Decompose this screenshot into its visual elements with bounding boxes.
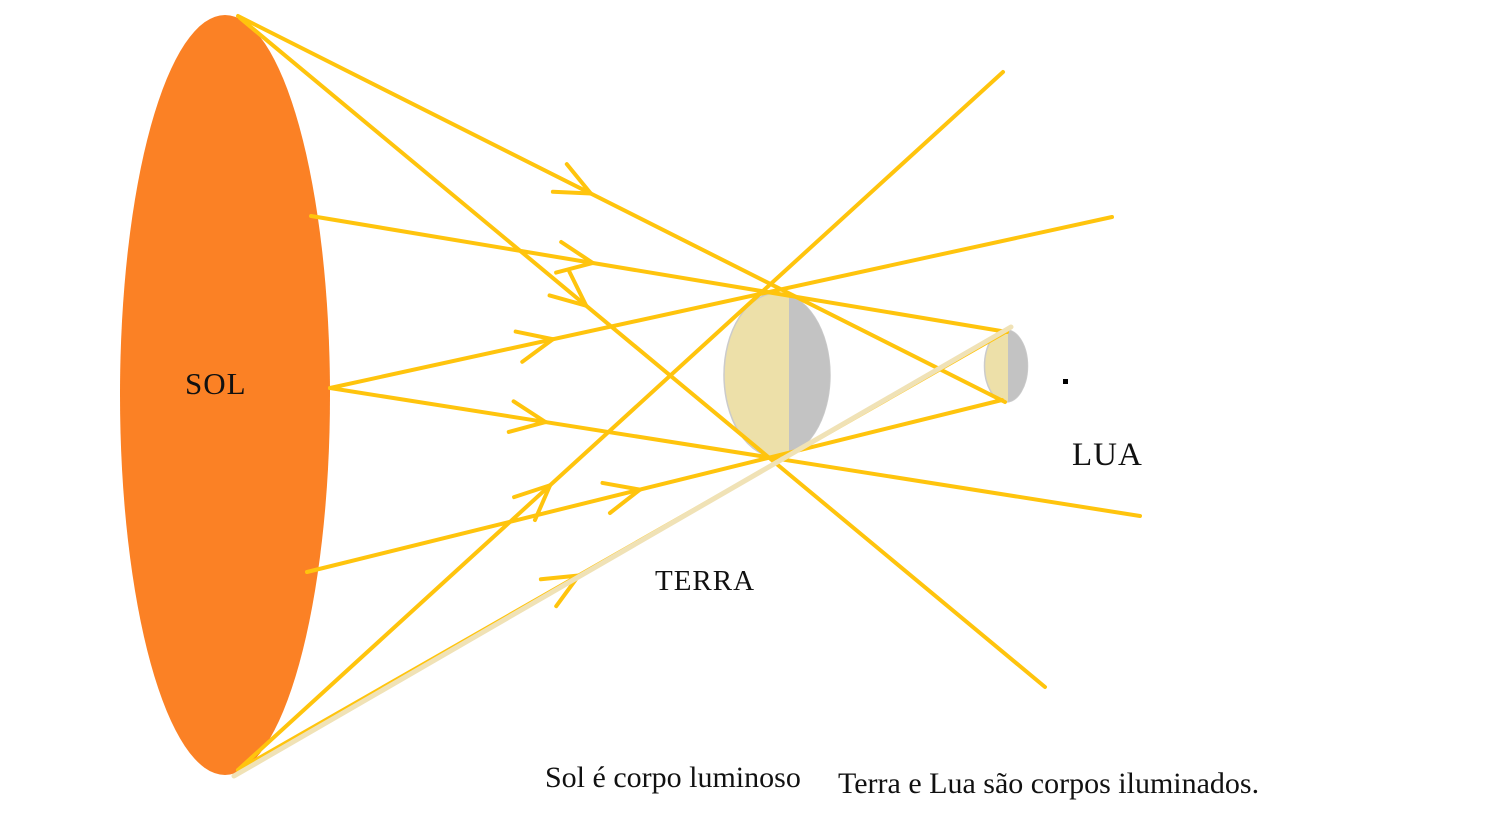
caption-sun: Sol é corpo luminoso: [545, 761, 801, 794]
light-ray: [305, 398, 1004, 574]
light-ray: [238, 16, 1047, 689]
light-rays: [231, 14, 1142, 779]
sun-shape: [120, 15, 330, 775]
ray-arrowhead: [607, 487, 642, 515]
ray-arrowhead: [506, 420, 548, 434]
moon-label: LUA: [1072, 437, 1143, 473]
light-ray: [236, 14, 1007, 404]
earth-shadow-half: [789, 295, 831, 455]
light-ray: [309, 214, 1009, 334]
ray-arrowhead: [512, 483, 553, 500]
moon-shadow-half: [1008, 330, 1028, 402]
ray-arrowhead: [511, 399, 548, 425]
celestial-bodies: [120, 15, 1029, 775]
ray-arrowhead: [520, 337, 555, 364]
ray-arrowhead: [554, 260, 595, 275]
sun-label: SOL: [185, 366, 247, 401]
ray-arrowhead: [513, 329, 555, 342]
ray-arrowhead: [538, 573, 581, 582]
penumbra-ray: [231, 324, 1014, 779]
ray-arrowhead: [567, 269, 589, 308]
ray-arrowhead: [600, 480, 642, 492]
ray-arrowhead: [559, 239, 595, 265]
ray-arrowhead: [550, 189, 593, 196]
light-ray: [328, 386, 1142, 518]
reference-dot: [1063, 379, 1068, 384]
earth-label: TERRA: [655, 565, 755, 597]
light-ray: [236, 70, 1005, 772]
ray-arrowhead: [547, 293, 589, 308]
marks: [1063, 379, 1068, 384]
light-ray: [328, 215, 1114, 390]
ray-arrowhead: [532, 483, 553, 523]
caption-earth-moon: Terra e Lua são corpos iluminados.: [838, 767, 1259, 800]
ray-arrowhead: [564, 162, 593, 196]
